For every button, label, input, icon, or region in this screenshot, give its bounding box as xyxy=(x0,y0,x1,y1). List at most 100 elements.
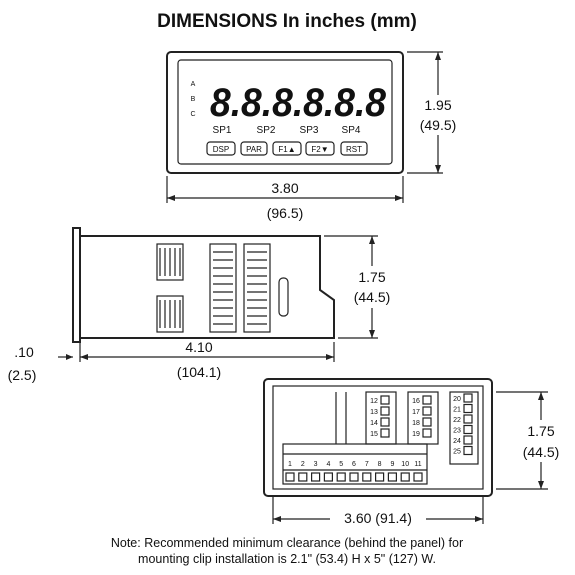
front-height-dimension: 1.95 (49.5) xyxy=(407,51,462,174)
terminal-label: 9 xyxy=(390,461,394,468)
front-view: A B C 8.8.8.8.8.8 SP1 SP2 SP3 SP4 DSP PA… xyxy=(166,51,462,221)
clearance-note-line-1: Note: Recommended minimum clearance (beh… xyxy=(111,536,463,550)
rear-panel-inner xyxy=(272,385,484,490)
front-panel-inner xyxy=(177,59,393,165)
par-button-label: PAR xyxy=(246,145,262,154)
terminal-label: 21 xyxy=(453,407,461,414)
front-width-mm: (96.5) xyxy=(267,205,304,221)
terminal-screw xyxy=(380,428,390,438)
side-height-inches: 1.75 xyxy=(358,269,385,285)
indicator-a: A xyxy=(191,81,196,88)
terminal-screw xyxy=(400,472,410,482)
terminal-label: 14 xyxy=(370,420,378,427)
terminal-screw xyxy=(336,472,346,482)
terminal-label: 4 xyxy=(326,461,330,468)
side-housing xyxy=(79,235,335,339)
dsp-button: DSP xyxy=(206,141,236,156)
setpoint-label-sp3: SP3 xyxy=(300,125,319,136)
terminal-label: 5 xyxy=(339,461,343,468)
side-height-mm: (44.5) xyxy=(354,289,391,305)
terminal-label: 2 xyxy=(301,461,305,468)
terminal-label: 13 xyxy=(370,409,378,416)
rst-button-label: RST xyxy=(346,145,362,154)
terminal-label: 17 xyxy=(412,409,420,416)
terminal-screw xyxy=(362,472,372,482)
terminal-label: 15 xyxy=(370,431,378,438)
side-depth-dimension: 4.10 (104.1) xyxy=(79,339,335,380)
f1-button-label: F1▲ xyxy=(278,145,295,154)
bezel-thickness-mm: (2.5) xyxy=(8,367,37,383)
terminal-label: 8 xyxy=(378,461,382,468)
terminal-screw xyxy=(413,472,423,482)
terminal-label: 1 xyxy=(288,461,292,468)
rear-width-label: 3.60 (91.4) xyxy=(344,510,412,526)
mounting-clip-slot xyxy=(278,277,289,317)
terminal-screw xyxy=(422,395,432,405)
indicator-b: B xyxy=(191,96,196,103)
bezel-thickness-inches: .10 xyxy=(14,344,34,360)
par-button: PAR xyxy=(240,141,268,156)
terminal-label: 6 xyxy=(352,461,356,468)
front-height-mm: (49.5) xyxy=(420,117,457,133)
terminal-screw xyxy=(387,472,397,482)
drawing-title: DIMENSIONS In inches (mm) xyxy=(157,11,417,32)
terminal-label: 19 xyxy=(412,431,420,438)
rear-width-dimension: 3.60 (91.4) xyxy=(272,496,484,527)
terminal-label: 24 xyxy=(453,438,461,445)
rear-housing-outline xyxy=(263,378,493,497)
terminal-label: 25 xyxy=(453,449,461,456)
terminal-screw xyxy=(422,406,432,416)
setpoint-label-sp1: SP1 xyxy=(213,125,232,136)
setpoint-label-sp2: SP2 xyxy=(257,125,276,136)
terminal-label: 23 xyxy=(453,428,461,435)
terminal-column-16-19: 16 17 18 19 xyxy=(407,391,439,445)
terminal-label: 12 xyxy=(370,398,378,405)
terminal-screw xyxy=(285,472,295,482)
led-display-digits: 8.8.8.8.8.8 xyxy=(210,81,387,125)
indicator-c: C xyxy=(190,111,195,118)
terminal-label: 11 xyxy=(414,461,421,468)
terminal-screw xyxy=(311,472,321,482)
terminal-screw xyxy=(298,472,308,482)
rear-height-inches: 1.75 xyxy=(527,423,554,439)
bezel-thickness-dimension: .10 (2.5) xyxy=(8,344,73,383)
terminal-screw xyxy=(380,395,390,405)
terminal-column-12-15: 12 13 14 15 xyxy=(365,391,397,445)
terminal-screw xyxy=(463,424,473,435)
dsp-button-label: DSP xyxy=(213,145,229,154)
terminal-screw xyxy=(463,445,473,456)
terminal-label: 3 xyxy=(314,461,318,468)
vent-slots-left xyxy=(156,243,184,333)
front-width-dimension: 3.80 (96.5) xyxy=(166,176,404,221)
front-height-inches: 1.95 xyxy=(424,97,451,113)
terminal-label: 20 xyxy=(453,396,461,403)
clearance-note-line-2: mounting clip installation is 2.1" (53.4… xyxy=(138,552,436,566)
terminal-screw xyxy=(375,472,385,482)
terminal-screw xyxy=(463,435,473,445)
side-height-dimension: 1.75 (44.5) xyxy=(324,235,398,339)
side-view: 1.75 (44.5) 4.10 (104.1) .10 (2.5) xyxy=(8,227,398,383)
front-bezel-outline xyxy=(166,51,404,174)
terminal-screw xyxy=(380,406,390,416)
terminal-screw xyxy=(323,472,333,482)
terminal-screw xyxy=(422,428,432,438)
rear-height-mm: (44.5) xyxy=(523,444,560,460)
terminal-screw xyxy=(380,417,390,427)
rst-button: RST xyxy=(340,141,368,156)
terminal-screw xyxy=(463,414,473,424)
f2-button-label: F2▼ xyxy=(311,145,328,154)
side-depth-inches: 4.10 xyxy=(185,339,212,355)
terminal-label: 18 xyxy=(412,420,420,427)
terminal-screw xyxy=(422,417,432,427)
front-width-inches: 3.80 xyxy=(271,180,298,196)
vent-slots-center xyxy=(209,243,271,333)
f2-button: F2▼ xyxy=(305,141,335,156)
side-depth-mm: (104.1) xyxy=(177,364,221,380)
terminal-label: 16 xyxy=(412,398,420,405)
terminal-screw xyxy=(349,472,359,482)
